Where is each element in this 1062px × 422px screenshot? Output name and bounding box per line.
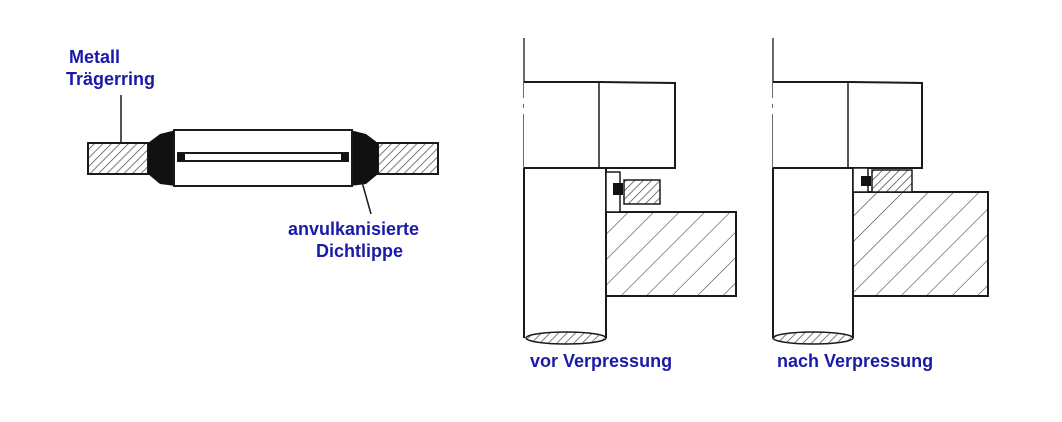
carrier-ring-right	[377, 142, 439, 175]
groove-end-left	[178, 153, 185, 161]
shank-end	[772, 331, 854, 345]
seal-lip-rubber	[613, 183, 623, 195]
carrier-ring-label-line2: Trägerring	[66, 69, 156, 89]
sealing-lip-label: anvulkanisierte Dichtlippe	[288, 218, 419, 262]
seal-carrier	[871, 169, 913, 193]
caption-after: nach Verpressung	[777, 351, 934, 371]
flange-plate	[605, 211, 737, 297]
flange-plate	[852, 191, 989, 297]
carrier-ring-left	[87, 142, 149, 175]
shank-end	[525, 331, 607, 345]
joint-after-compression	[772, 38, 989, 345]
caption-before: vor Verpressung	[530, 351, 673, 371]
rubber-lip-right	[350, 130, 378, 186]
bolt-shank	[772, 168, 854, 338]
sealing-ring-section	[87, 95, 439, 215]
seal-lip-rubber	[861, 176, 871, 186]
groove-end-right	[341, 153, 348, 161]
rubber-lip-left	[148, 130, 176, 186]
joint-before-compression	[523, 38, 737, 345]
seal-carrier	[623, 179, 661, 205]
leader-lip	[361, 181, 372, 215]
carrier-ring-label-line1: Metall	[69, 47, 121, 67]
bolt-shank	[523, 168, 607, 338]
inner-groove	[177, 152, 349, 162]
carrier-ring-label: Metall Trägerring	[66, 46, 155, 90]
sealing-lip-label-line1: anvulkanisierte	[288, 219, 420, 239]
sealing-lip-label-line2: Dichtlippe	[316, 241, 404, 261]
